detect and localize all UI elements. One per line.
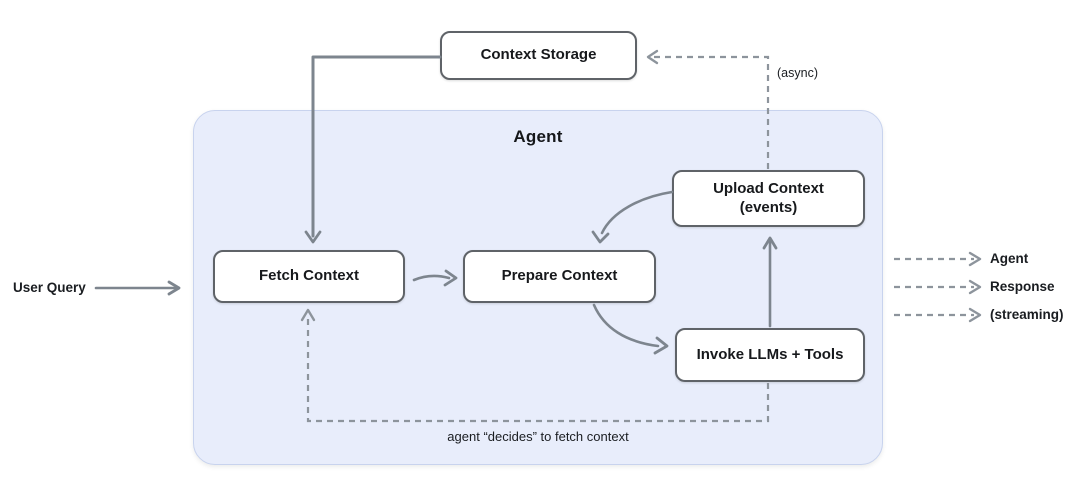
user-query-label: User Query (13, 280, 86, 295)
output-label-agent: Agent (990, 251, 1029, 266)
agent-decides-annotation: agent “decides” to fetch context (447, 429, 629, 444)
output-label-streaming: (streaming) (990, 307, 1064, 322)
agent-container-title: Agent (513, 127, 563, 146)
node-fetch-context-label: Fetch Context (258, 267, 359, 285)
node-fetch-context: Fetch Context (213, 250, 405, 303)
node-invoke-llms: Invoke LLMs + Tools (675, 328, 865, 382)
arrowhead-output-agent (968, 251, 982, 267)
node-prepare-context: Prepare Context (463, 250, 656, 303)
node-prepare-context-label: Prepare Context (501, 267, 618, 285)
arrowhead-async (646, 49, 659, 65)
node-invoke-llms-label: Invoke LLMs + Tools (696, 345, 844, 363)
node-upload-context-sublabel: (events) (739, 198, 798, 216)
output-label-response: Response (990, 279, 1055, 294)
node-context-storage: Context Storage (440, 31, 637, 80)
async-annotation: (async) (777, 66, 818, 80)
arrowhead-output-response (968, 279, 982, 295)
arrowhead-output-streaming (968, 307, 982, 323)
node-context-storage-label: Context Storage (480, 46, 597, 64)
node-upload-context: Upload Context (events) (672, 170, 865, 227)
node-upload-context-label: Upload Context (713, 179, 824, 197)
arrowhead-user-query (167, 280, 181, 296)
